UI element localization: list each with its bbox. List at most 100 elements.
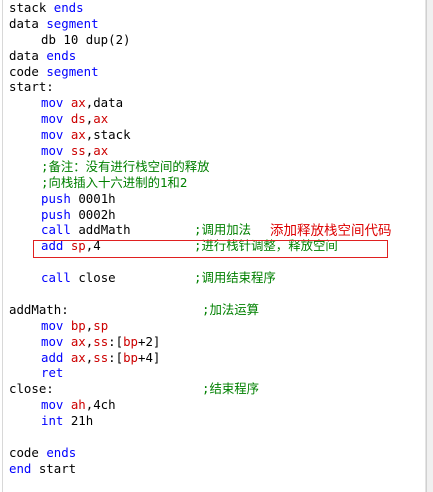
code-line[interactable]: code ends bbox=[9, 445, 424, 461]
code-line[interactable]: code segment bbox=[9, 64, 424, 80]
code-comment: ;调用加法 bbox=[194, 222, 252, 238]
code-token: ss bbox=[93, 333, 109, 349]
code-token: +2] bbox=[138, 333, 161, 349]
code-token: :[ bbox=[108, 349, 124, 365]
code-token: mov bbox=[41, 95, 71, 111]
code-token: mov bbox=[41, 317, 71, 333]
code-token: ,data bbox=[85, 95, 124, 111]
code-comment: ;结束程序 bbox=[202, 381, 260, 397]
code-line[interactable] bbox=[9, 286, 424, 302]
code-token: ,4ch bbox=[85, 397, 116, 413]
code-line[interactable] bbox=[9, 429, 424, 445]
code-line[interactable]: mov ah,4ch bbox=[9, 397, 424, 413]
code-token: ,stack bbox=[85, 127, 131, 143]
code-line[interactable]: mov ax,stack bbox=[9, 127, 424, 143]
code-token: ds bbox=[70, 111, 86, 127]
code-token: addMath bbox=[78, 222, 131, 238]
code-token: segment bbox=[46, 15, 99, 31]
code-token: :[ bbox=[108, 333, 124, 349]
code-token: mov bbox=[41, 127, 71, 143]
code-line[interactable]: ;备注：没有进行栈空间的释放 bbox=[9, 159, 424, 175]
code-token: ,4 bbox=[85, 238, 101, 254]
code-token: close bbox=[78, 270, 116, 286]
code-line[interactable]: push 0002h bbox=[9, 207, 424, 223]
code-token: mov bbox=[41, 333, 71, 349]
code-token: , bbox=[85, 349, 94, 365]
code-token: add bbox=[41, 238, 71, 254]
code-token: start bbox=[38, 460, 77, 476]
code-line[interactable]: data segment bbox=[9, 16, 424, 32]
code-token: data bbox=[9, 15, 47, 31]
code-token: 0002h bbox=[78, 206, 116, 222]
vertical-scrollbar[interactable] bbox=[426, 0, 433, 492]
code-line[interactable]: mov ax,data bbox=[9, 95, 424, 111]
code-token: call bbox=[41, 270, 79, 286]
code-token: 21h bbox=[70, 413, 94, 429]
code-token: ends bbox=[46, 444, 77, 460]
code-token: mov bbox=[41, 143, 71, 159]
code-token: ah bbox=[70, 397, 86, 413]
code-token: start: bbox=[9, 79, 54, 95]
code-line[interactable]: mov ss,ax bbox=[9, 143, 424, 159]
code-token: ax bbox=[93, 111, 109, 127]
code-line[interactable]: stack ends bbox=[9, 0, 424, 16]
code-token: , bbox=[85, 143, 94, 159]
code-token: bp bbox=[123, 333, 138, 349]
code-token: push bbox=[41, 190, 79, 206]
code-token: ss bbox=[93, 349, 109, 365]
code-token: mov bbox=[41, 397, 71, 413]
code-token: ax bbox=[70, 349, 86, 365]
code-token: ax bbox=[70, 127, 86, 143]
code-token: end bbox=[9, 460, 39, 476]
code-token: ss bbox=[70, 143, 86, 159]
code-token: db 10 dup(2) bbox=[41, 31, 131, 47]
code-line[interactable]: db 10 dup(2) bbox=[9, 32, 424, 48]
code-token: segment bbox=[46, 63, 99, 79]
code-line[interactable]: ;向栈插入十六进制的1和2 bbox=[9, 175, 424, 191]
code-token: ret bbox=[41, 365, 64, 381]
code-token: int bbox=[41, 413, 71, 429]
code-token: bp bbox=[70, 317, 86, 333]
code-token: +4] bbox=[138, 349, 161, 365]
code-line[interactable]: mov ds,ax bbox=[9, 111, 424, 127]
code-token: ends bbox=[53, 0, 84, 15]
code-token: bp bbox=[123, 349, 138, 365]
editor-right-border bbox=[425, 0, 426, 492]
code-line[interactable]: ret bbox=[9, 365, 424, 381]
code-line[interactable]: call close;调用结束程序 bbox=[9, 270, 424, 286]
code-line[interactable]: int 21h bbox=[9, 413, 424, 429]
annotation-label: 添加释放栈空间代码 bbox=[270, 223, 392, 239]
code-token: add bbox=[41, 349, 71, 365]
code-line[interactable]: start: bbox=[9, 79, 424, 95]
code-line[interactable]: close:;结束程序 bbox=[9, 381, 424, 397]
code-token: , bbox=[85, 111, 94, 127]
code-line[interactable]: addMath: ;加法运算 bbox=[9, 302, 424, 318]
editor-left-border bbox=[2, 0, 3, 492]
code-comment: ;加法运算 bbox=[202, 301, 260, 317]
code-line[interactable]: data ends bbox=[9, 48, 424, 64]
code-token: 0001h bbox=[78, 190, 116, 206]
code-token: code bbox=[9, 444, 47, 460]
code-token: , bbox=[85, 333, 94, 349]
code-token: call bbox=[41, 222, 79, 238]
highlight-box bbox=[33, 240, 388, 258]
code-comment: ;进行栈针调整，释放空间 bbox=[194, 238, 338, 254]
code-token: stack bbox=[9, 0, 54, 15]
code-line[interactable]: mov ax,ss:[bp+2] bbox=[9, 334, 424, 350]
code-token: sp bbox=[93, 317, 109, 333]
code-token: , bbox=[85, 317, 94, 333]
code-token: code bbox=[9, 63, 47, 79]
code-line[interactable]: add sp,4;进行栈针调整，释放空间 bbox=[9, 238, 424, 254]
code-line[interactable]: end start bbox=[9, 461, 424, 477]
code-token: push bbox=[41, 206, 79, 222]
code-token: data bbox=[9, 47, 47, 63]
code-token: addMath: bbox=[9, 301, 69, 317]
code-line[interactable]: mov bp,sp bbox=[9, 318, 424, 334]
code-token: mov bbox=[41, 111, 71, 127]
code-line[interactable]: add ax,ss:[bp+4] bbox=[9, 350, 424, 366]
code-line[interactable]: call addMath ;调用加法 bbox=[9, 222, 424, 238]
code-token: ends bbox=[46, 47, 77, 63]
code-line[interactable]: push 0001h bbox=[9, 191, 424, 207]
